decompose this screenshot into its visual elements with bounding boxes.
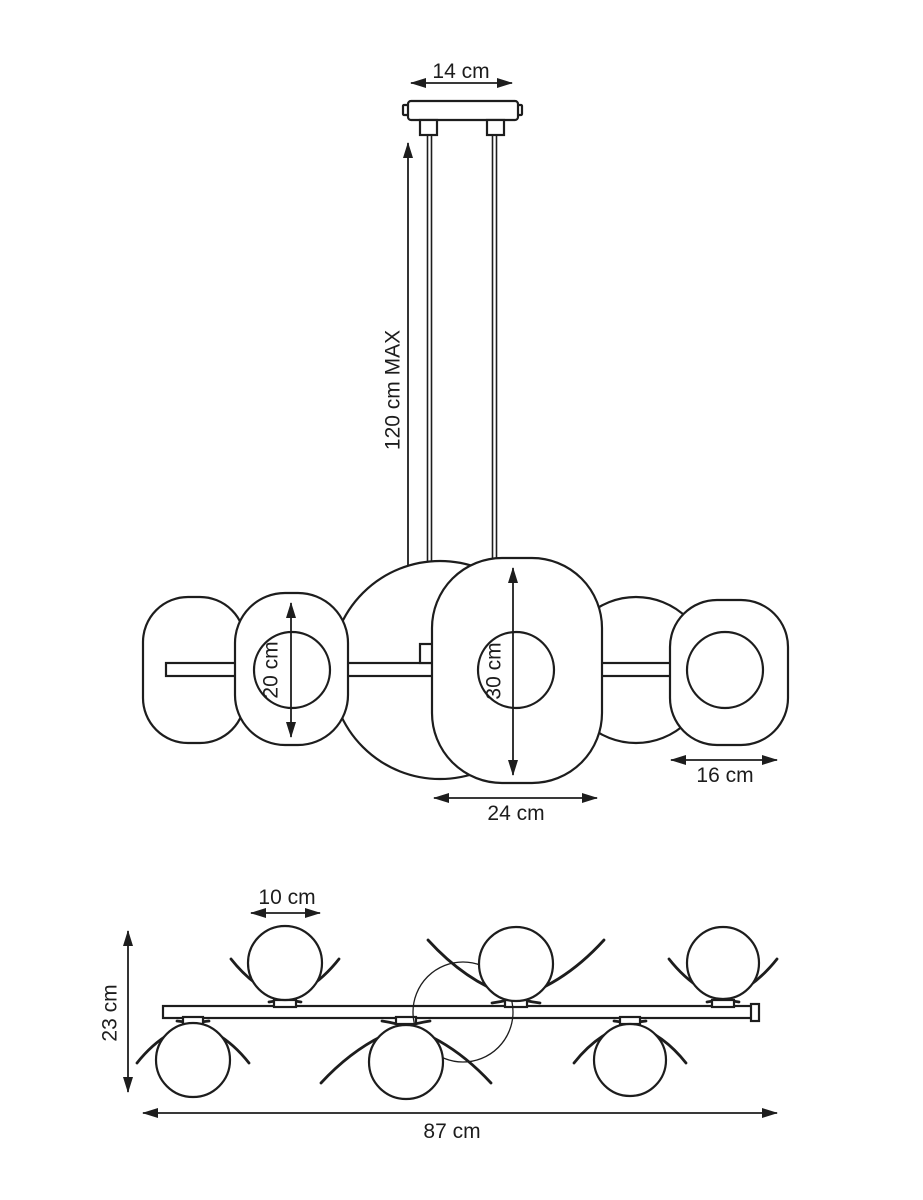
sphere-top (477, 925, 555, 1003)
suspension-rods (426, 135, 498, 645)
sphere-bottom (367, 1023, 445, 1101)
dim-sphere-label: 10 cm (258, 886, 315, 909)
shade-right-bulb (685, 630, 765, 710)
bar-end-cap (749, 1002, 761, 1023)
dim-width-label: 87 cm (423, 1120, 480, 1143)
dim-right-shade-width: 16 cm (670, 755, 778, 787)
dim-canopy-width-label: 14 cm (432, 60, 489, 83)
dim-small-shade-label: 20 cm (260, 641, 283, 698)
dim-large-width-label: 24 cm (487, 802, 544, 825)
dim-sphere-diameter: 10 cm (250, 886, 321, 918)
canopy-body (406, 99, 520, 122)
dim-suspension-length: 120 cm MAX (382, 142, 413, 636)
dim-large-shade-label: 30 cm (483, 642, 506, 699)
canopy-left-stem (418, 118, 439, 137)
mount-top (710, 998, 736, 1009)
sphere-top (685, 925, 761, 1001)
sphere-top (246, 924, 324, 1002)
dim-right-width-label: 16 cm (696, 764, 753, 787)
ceiling-canopy (401, 99, 524, 137)
dim-suspension-label: 120 cm MAX (382, 330, 405, 450)
dim-depth-label: 23 cm (99, 984, 122, 1041)
sphere-bottom (154, 1021, 232, 1099)
top-view: 10 cm 23 cm (99, 886, 779, 1143)
support-bar-plan (161, 1004, 760, 1020)
shade-right-front (668, 598, 790, 747)
dim-fixture-width: 87 cm (142, 1108, 778, 1143)
glass-spheres (154, 924, 761, 1101)
dim-canopy-width: 14 cm (410, 60, 513, 88)
shade-small-front: 20 cm (233, 591, 350, 747)
shade-large-front: 30 cm (430, 556, 604, 785)
dim-large-shade-width: 24 cm (433, 793, 598, 825)
side-view: 14 cm 120 cm MAX (141, 60, 790, 825)
reference-circle (412, 961, 514, 1063)
dim-fixture-depth: 23 cm (99, 930, 133, 1093)
sphere-bottom (592, 1022, 668, 1098)
canopy-right-stem (485, 118, 506, 137)
